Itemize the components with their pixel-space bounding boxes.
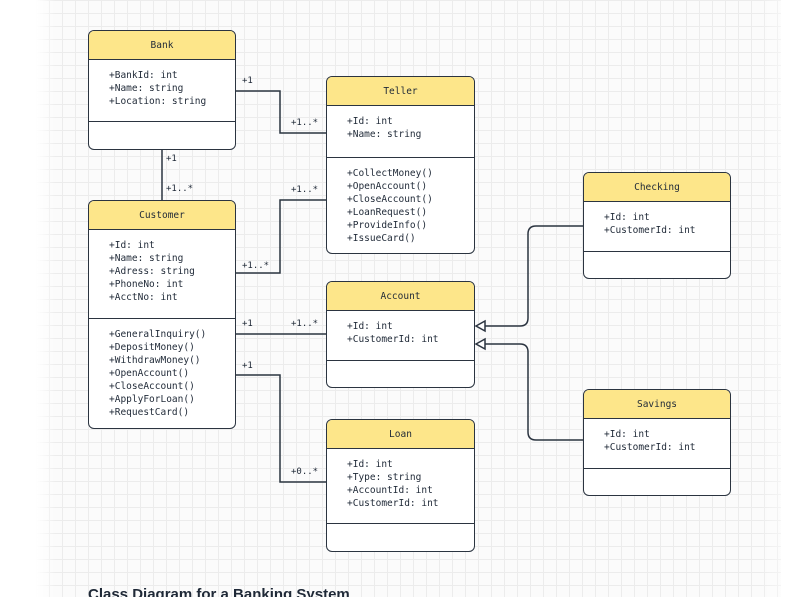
edge-checking-account [478, 225, 583, 327]
class-loan-attributes: +Id: int +Type: string +AccountId: int +Cus… [327, 449, 474, 524]
class-member: +AcctNo: int [109, 292, 178, 303]
mult-bank-teller-source: +1 [242, 76, 253, 86]
edge-savings-account [478, 343, 583, 441]
class-member: +PhoneNo: int [109, 279, 184, 290]
class-teller-name: Teller [327, 77, 474, 106]
mult-customer-teller-source: +1..* [242, 261, 270, 271]
class-member: +Name: string [109, 83, 184, 94]
class-bank-operations [89, 122, 235, 149]
class-customer-attributes: +Id: int +Name: string +Adress: string +Pho… [89, 230, 235, 319]
edge-customer-loan [236, 374, 326, 483]
class-member: +OpenAccount() [109, 368, 190, 379]
class-member: +CloseAccount() [347, 194, 433, 205]
generalization-arrowhead-checking [474, 319, 486, 333]
grid-fade-right [760, 0, 811, 597]
class-savings-name: Savings [584, 390, 730, 419]
grid-fade-left [36, 0, 56, 597]
class-checking[interactable]: Checking +Id: int +CustomerId: int [583, 172, 731, 279]
class-member: +Id: int [604, 429, 650, 440]
class-checking-attributes: +Id: int +CustomerId: int [584, 202, 730, 252]
class-member: +OpenAccount() [347, 181, 428, 192]
mult-customer-loan-target: +0..* [291, 467, 319, 477]
class-account-operations [327, 361, 474, 387]
mult-bank-customer-target: +1..* [166, 184, 194, 194]
class-member: +Name: string [347, 129, 422, 140]
class-member: +GeneralInquiry() [109, 329, 207, 340]
class-loan-operations [327, 524, 474, 551]
class-member: +CustomerId: int [604, 225, 696, 236]
class-member: +Id: int [109, 240, 155, 251]
class-loan[interactable]: Loan +Id: int +Type: string +AccountId: in… [326, 419, 475, 552]
class-member: +Id: int [347, 116, 393, 127]
class-savings[interactable]: Savings +Id: int +CustomerId: int [583, 389, 731, 496]
class-member: +CloseAccount() [109, 381, 195, 392]
mult-customer-account-source: +1 [242, 319, 253, 329]
class-member: +ProvideInfo() [347, 220, 428, 231]
class-checking-name: Checking [584, 173, 730, 202]
class-member: +Location: string [109, 96, 207, 107]
class-member: +AccountId: int [347, 485, 433, 496]
edge-customer-teller [236, 199, 326, 274]
class-member: +Name: string [109, 253, 184, 264]
class-teller[interactable]: Teller +Id: int +Name: string +CollectMon… [326, 76, 475, 254]
class-member: +DepositMoney() [109, 342, 195, 353]
mult-customer-loan-source: +1 [242, 361, 253, 371]
class-member: +Adress: string [109, 266, 195, 277]
class-account-name: Account [327, 282, 474, 311]
mult-customer-teller-target: +1..* [291, 185, 319, 195]
class-member: +CustomerId: int [347, 498, 439, 509]
class-customer[interactable]: Customer +Id: int +Name: string +Adress: s… [88, 200, 236, 429]
class-member: +Type: string [347, 472, 422, 483]
class-member: +IssueCard() [347, 233, 416, 244]
class-member: +CollectMoney() [347, 168, 433, 179]
class-member: +Id: int [604, 212, 650, 223]
class-member: +WithdrawMoney() [109, 355, 201, 366]
class-customer-name: Customer [89, 201, 235, 230]
mult-bank-teller-target: +1..* [291, 118, 319, 128]
class-member: +RequestCard() [109, 407, 190, 418]
class-member: +LoanRequest() [347, 207, 428, 218]
generalization-arrowhead-savings [474, 337, 486, 351]
class-member: +ApplyForLoan() [109, 394, 195, 405]
edge-bank-teller [236, 90, 326, 134]
class-teller-attributes: +Id: int +Name: string [327, 106, 474, 158]
class-checking-operations [584, 252, 730, 278]
class-savings-operations [584, 469, 730, 495]
class-member: +Id: int [347, 459, 393, 470]
class-member: +BankId: int [109, 70, 178, 81]
class-teller-operations: +CollectMoney() +OpenAccount() +CloseAccou… [327, 158, 474, 253]
class-savings-attributes: +Id: int +CustomerId: int [584, 419, 730, 469]
class-bank[interactable]: Bank +BankId: int +Name: string +Location:… [88, 30, 236, 150]
mult-customer-account-target: +1..* [291, 319, 319, 329]
class-member: +Id: int [347, 321, 393, 332]
class-account-attributes: +Id: int +CustomerId: int [327, 311, 474, 361]
diagram-caption: Class Diagram for a Banking System [88, 586, 350, 597]
class-bank-attributes: +BankId: int +Name: string +Location: stri… [89, 60, 235, 122]
class-customer-operations: +GeneralInquiry() +DepositMoney() +Withdra… [89, 319, 235, 428]
class-bank-name: Bank [89, 31, 235, 60]
class-account[interactable]: Account +Id: int +CustomerId: int [326, 281, 475, 388]
class-member: +CustomerId: int [347, 334, 439, 345]
mult-bank-customer-source: +1 [166, 154, 177, 164]
class-member: +CustomerId: int [604, 442, 696, 453]
class-loan-name: Loan [327, 420, 474, 449]
